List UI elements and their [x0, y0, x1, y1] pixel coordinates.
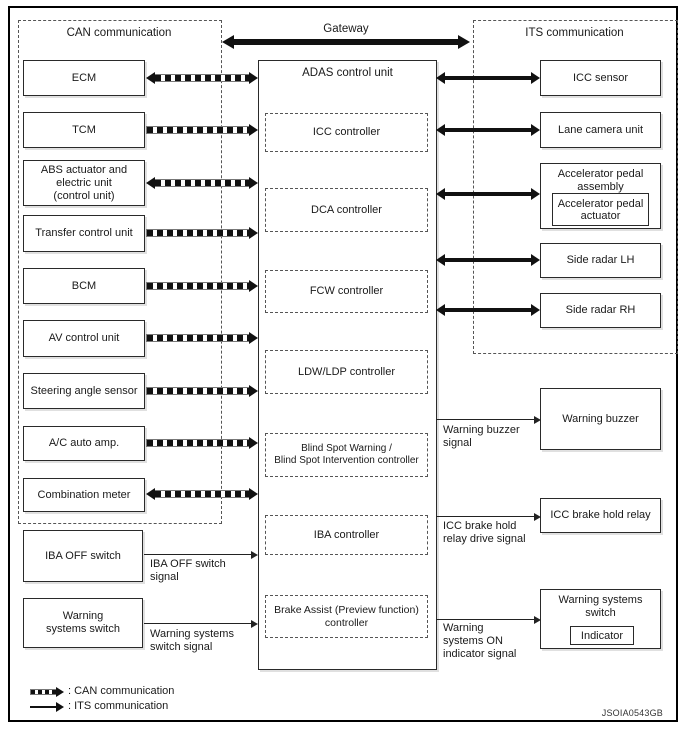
controller-iba: IBA controller: [265, 515, 428, 555]
controller-brake-assist: Brake Assist (Preview function) controll…: [265, 595, 428, 638]
gateway-title: Gateway: [323, 23, 369, 35]
can-arrow-tcm: [146, 124, 258, 136]
can-arrow-abs: [146, 177, 258, 189]
signal-label-iba-off-switch: IBA OFF switch signal: [150, 558, 226, 583]
accelerator-pedal-actuator-box: Accelerator pedal actuator: [552, 193, 649, 226]
can-node-combination-meter: Combination meter: [23, 478, 145, 512]
signal-label-warning-systems-on-indicator: Warning systems ON indicator signal: [443, 622, 517, 660]
figure-id-watermark: JSOIA0543GB: [601, 708, 663, 718]
can-group-title: CAN communication: [66, 27, 172, 39]
its-arrow-side-radar-rh: [436, 304, 540, 316]
can-arrow-av: [146, 332, 258, 344]
can-arrow-combination-meter: [146, 488, 258, 500]
legend-its-label: : ITS communication: [68, 700, 169, 712]
output-node-warning-buzzer: Warning buzzer: [540, 388, 661, 450]
can-arrow-bcm: [146, 280, 258, 292]
signal-arrow-warning-systems-switch: [144, 619, 258, 628]
can-arrow-transfer: [146, 227, 258, 239]
input-node-warning-systems-switch: Warning systems switch: [23, 598, 143, 648]
can-communication-group: [18, 20, 222, 524]
its-arrow-accelerator-pedal: [436, 188, 540, 200]
controller-fcw: FCW controller: [265, 270, 428, 313]
signal-arrow-warning-systems-on-indicator: [436, 615, 541, 624]
can-node-steering: Steering angle sensor: [23, 373, 145, 409]
its-arrow-side-radar-lh: [436, 254, 540, 266]
signal-label-warning-systems-switch: Warning systems switch signal: [150, 628, 234, 653]
input-node-iba-off-switch: IBA OFF switch: [23, 530, 143, 582]
outer-border: [8, 6, 678, 722]
can-node-abs: ABS actuator and electric unit (control …: [23, 160, 145, 206]
controller-ldw-ldp: LDW/LDP controller: [265, 350, 428, 394]
signal-arrow-warning-buzzer: [436, 415, 541, 424]
can-node-tcm: TCM: [23, 112, 145, 148]
controller-dca: DCA controller: [265, 188, 428, 232]
accelerator-pedal-assembly-label: Accelerator pedal assembly: [557, 168, 644, 193]
can-node-av: AV control unit: [23, 320, 145, 357]
signal-arrow-icc-brake-hold-relay: [436, 512, 541, 521]
can-arrow-ecm: [146, 72, 258, 84]
can-node-ecm: ECM: [23, 60, 145, 96]
its-arrow-lane-camera: [436, 124, 540, 136]
signal-label-warning-buzzer: Warning buzzer signal: [443, 424, 520, 449]
legend-can-arrow-icon: [30, 687, 64, 697]
its-node-lane-camera: Lane camera unit: [540, 112, 661, 148]
can-arrow-ac-amp: [146, 437, 258, 449]
gateway-arrow: [222, 35, 470, 49]
can-node-ac-amp: A/C auto amp.: [23, 426, 145, 461]
can-node-bcm: BCM: [23, 268, 145, 304]
its-arrow-icc-sensor: [436, 72, 540, 84]
controller-blind-spot: Blind Spot Warning / Blind Spot Interven…: [265, 433, 428, 477]
its-group-title: ITS communication: [525, 27, 624, 39]
its-node-side-radar-rh: Side radar RH: [540, 293, 661, 328]
warning-systems-switch-label: Warning systems switch: [558, 594, 643, 619]
legend-can-label: : CAN communication: [68, 685, 175, 697]
signal-label-icc-brake-hold-relay: ICC brake hold relay drive signal: [443, 520, 526, 545]
indicator-box: Indicator: [570, 626, 634, 645]
legend-its-arrow-icon: [30, 702, 64, 712]
can-node-transfer: Transfer control unit: [23, 215, 145, 252]
signal-arrow-iba-off-switch: [144, 550, 258, 559]
output-node-warning-systems-switch: Warning systems switch Indicator: [540, 589, 661, 649]
adas-title: ADAS control unit: [302, 67, 393, 79]
output-node-icc-brake-hold-relay: ICC brake hold relay: [540, 498, 661, 533]
its-node-icc-sensor: ICC sensor: [540, 60, 661, 96]
its-node-side-radar-lh: Side radar LH: [540, 243, 661, 278]
its-node-accelerator-pedal-assembly: Accelerator pedal assembly Accelerator p…: [540, 163, 661, 229]
controller-icc: ICC controller: [265, 113, 428, 152]
can-arrow-steering: [146, 385, 258, 397]
its-communication-group: [473, 20, 678, 354]
